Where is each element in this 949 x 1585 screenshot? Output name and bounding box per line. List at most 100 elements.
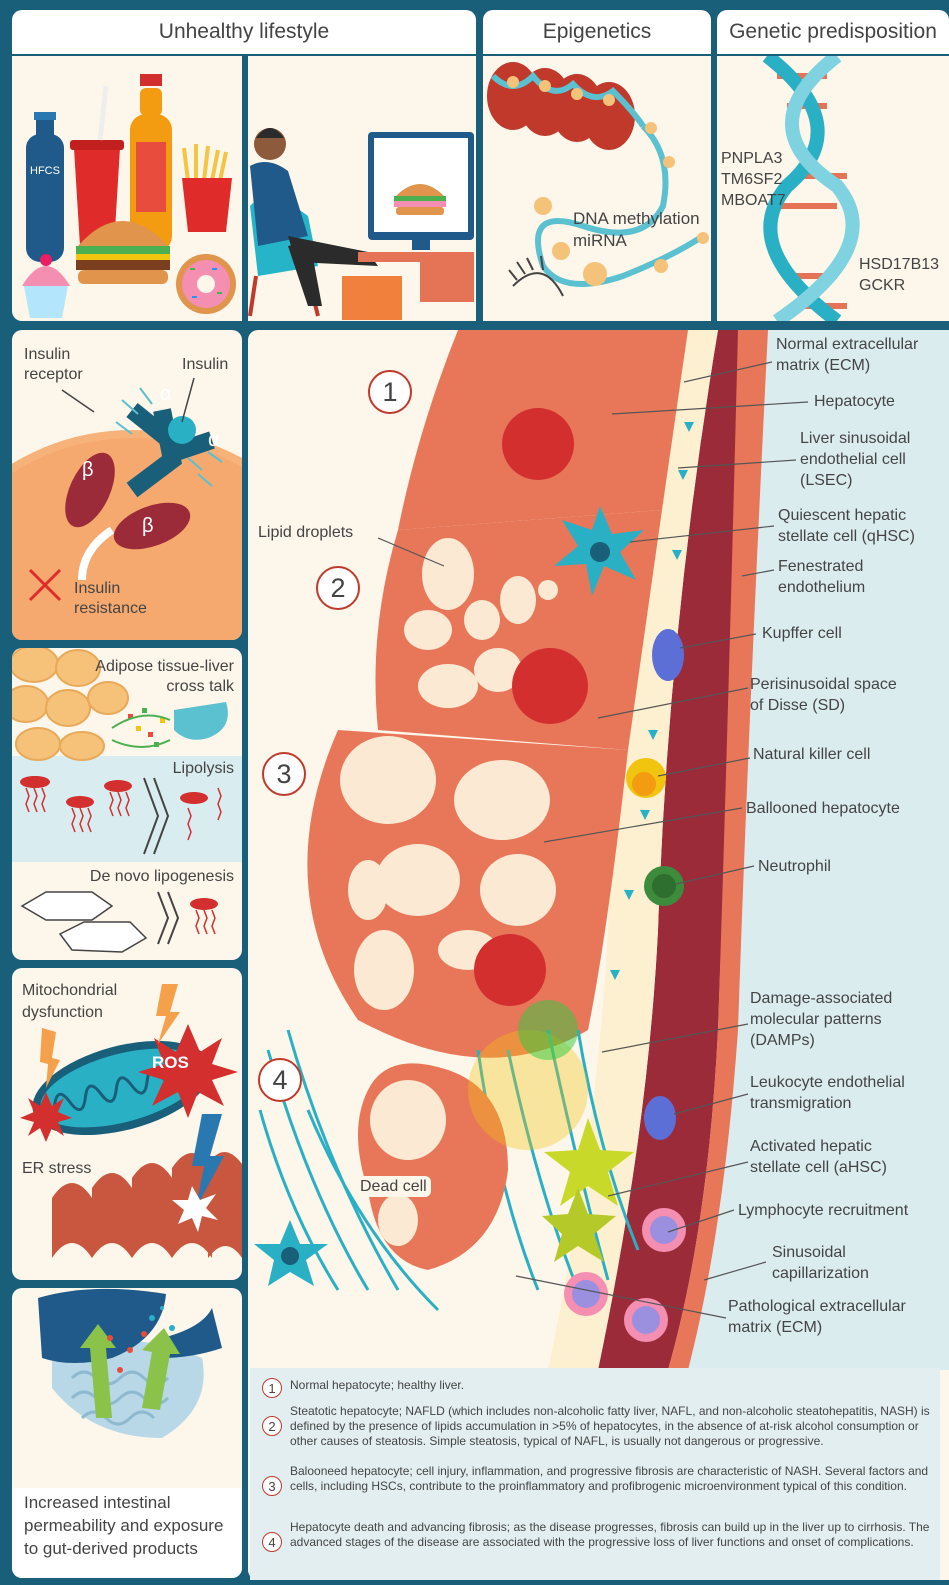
header-genetic-predisposition: Genetic predisposition [717,10,949,54]
stage-number-1: 1 [368,370,412,414]
label-line: Liver sinusoidal [800,428,910,449]
label-line: Normal extracellular [776,334,918,355]
gene-pnpla3: PNPLA3 [721,148,782,169]
label-lymphocyte-recruitment: Lymphocyte recruitment [738,1200,908,1221]
label-line: Leukocyte endothelial [750,1072,905,1093]
stage-number-3: 3 [262,752,306,796]
stage-number-2: 2 [316,566,360,610]
stage-number-4: 4 [258,1058,302,1102]
label-disse-space: Perisinusoidal space of Disse (SD) [750,674,897,716]
label-line: Pathological extracellular [728,1296,906,1317]
junk-food-illustration [12,56,242,321]
gene-tm6sf2: TM6SF2 [721,169,782,190]
adipose-crosstalk-label-2: cross talk [166,676,234,697]
label-line: Perisinusoidal space [750,674,897,695]
label-line: Damage-associated [750,988,892,1009]
legend-number: 2 [262,1416,282,1436]
dead-cell-label: Dead cell [356,1176,431,1197]
label-line: Lymphocyte recruitment [738,1200,908,1221]
label-line: Activated hepatic [750,1136,887,1157]
insulin-label: Insulin [182,354,228,375]
insulin-resistance-label-2: resistance [74,598,147,619]
label-line: matrix (ECM) [776,355,918,376]
legend-text: Steatotic hepatocyte; NAFLD (which inclu… [290,1404,930,1448]
chromatin-illustration [483,56,711,321]
label-neutrophil: Neutrophil [758,856,831,877]
legend-item-2: 2 Steatotic hepatocyte; NAFLD (which inc… [290,1404,930,1449]
label-nk-cell: Natural killer cell [753,744,870,765]
label-line: (DAMPs) [750,1030,892,1051]
panel-mitochondria: Mitochondrial dysfunction ROS ER stress [12,968,242,1280]
label-line: endothelium [778,577,865,598]
adipose-crosstalk-label-1: Adipose tissue-liver [95,656,234,677]
label-lsec: Liver sinusoidal endothelial cell (LSEC) [800,428,910,491]
label-line: Ballooned hepatocyte [746,798,900,819]
legend-number: 4 [262,1532,282,1552]
header-unhealthy-lifestyle: Unhealthy lifestyle [12,10,476,54]
label-kupffer-cell: Kupffer cell [762,623,842,644]
panel-sedentary [248,56,476,321]
label-line: transmigration [750,1093,905,1114]
label-normal-ecm: Normal extracellular matrix (ECM) [776,334,918,376]
legend-number: 1 [262,1378,282,1398]
label-line: (LSEC) [800,470,910,491]
label-line: stellate cell (aHSC) [750,1157,887,1178]
label-qhsc: Quiescent hepatic stellate cell (qHSC) [778,505,915,547]
beta-label-2: β [142,516,154,537]
label-line: of Disse (SD) [750,695,897,716]
header-text: Epigenetics [543,20,652,44]
label-fenestrated-endothelium: Fenestrated endothelium [778,556,865,598]
ros-label: ROS [152,1052,189,1073]
legend-text: Hepatocyte death and advancing fibrosis;… [290,1520,929,1549]
lipogenesis-label: De novo lipogenesis [90,866,234,887]
gene-mboat7: MBOAT7 [721,190,786,211]
label-line: Sinusoidal [772,1242,869,1263]
header-epigenetics: Epigenetics [483,10,711,54]
gut-label-1: Increased intestinal [24,1492,170,1513]
label-ballooned-hepatocyte: Ballooned hepatocyte [746,798,900,819]
legend-item-1: 1 Normal hepatocyte; healthy liver. [290,1378,930,1393]
panel-adipose: Adipose tissue-liver cross talk Lipolysi… [12,648,242,960]
insulin-receptor-label-1: Insulin [24,344,70,365]
dna-methylation-label: DNA methylation [573,208,700,229]
label-line: molecular patterns [750,1009,892,1030]
panel-genetic: PNPLA3 TM6SF2 MBOAT7 HSD17B13 GCKR [717,56,949,321]
label-hepatocyte: Hepatocyte [814,391,895,412]
header-text: Genetic predisposition [729,20,937,44]
label-line: Kupffer cell [762,623,842,644]
legend-text: Normal hepatocyte; healthy liver. [290,1378,464,1392]
alpha-label-1: α [160,384,172,405]
panel-junk-food: HFCS [12,56,242,321]
gene-gckr: GCKR [859,275,905,296]
gut-label-2: permeability and exposure [24,1515,223,1536]
label-line: capillarization [772,1263,869,1284]
label-damps: Damage-associated molecular patterns (DA… [750,988,892,1051]
panel-insulin: Insulin receptor Insulin α α β β Insulin… [12,330,242,640]
gene-hsd17b13: HSD17B13 [859,254,939,275]
label-line: Fenestrated [778,556,865,577]
label-sinusoidal-capillarization: Sinusoidal capillarization [772,1242,869,1284]
legend-item-4: 4 Hepatocyte death and advancing fibrosi… [290,1520,930,1550]
label-pathological-ecm: Pathological extracellular matrix (ECM) [728,1296,906,1338]
alpha-label-2: α [208,430,220,451]
mirna-label: miRNA [573,230,627,251]
mito-dysfunction-label-1: Mitochondrial [22,980,117,1001]
label-line: Quiescent hepatic [778,505,915,526]
gut-label-3: to gut-derived products [24,1538,198,1559]
legend-text: Balooneed hepatocyte; cell injury, infla… [290,1464,928,1493]
lipolysis-label: Lipolysis [173,758,234,779]
mito-dysfunction-label-2: dysfunction [22,1002,103,1023]
bottle-label: HFCS [30,162,60,181]
panel-epigenetics: DNA methylation miRNA [483,56,711,321]
label-line: endothelial cell [800,449,910,470]
beta-label-1: β [82,460,94,481]
insulin-resistance-label-1: Insulin [74,578,120,599]
lipid-droplets-label: Lipid droplets [258,522,353,543]
label-line: Neutrophil [758,856,831,877]
legend-item-3: 3 Balooneed hepatocyte; cell injury, inf… [290,1464,930,1494]
header-text: Unhealthy lifestyle [159,20,329,44]
label-line: stellate cell (qHSC) [778,526,915,547]
label-line: matrix (ECM) [728,1317,906,1338]
legend-box: 1 Normal hepatocyte; healthy liver. 2 St… [250,1368,940,1580]
label-ahsc: Activated hepatic stellate cell (aHSC) [750,1136,887,1178]
